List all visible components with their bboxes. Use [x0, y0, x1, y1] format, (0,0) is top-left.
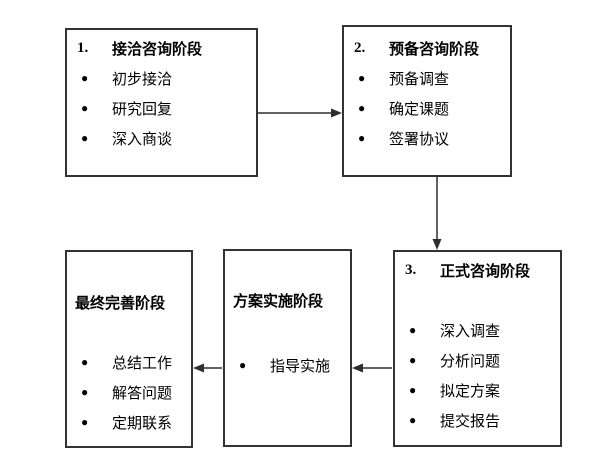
stage-box-formal-consulting: 3. 正式咨询阶段 ● 深入调查 ● 分析问题 ● 拟定方案 ● 提交报告 [393, 250, 562, 447]
stage-title-row: 最终完善阶段 [67, 287, 191, 317]
stage-title-row: 2. 预备咨询阶段 [344, 33, 510, 63]
stage-box-implementation: 方案实施阶段 ● 指导实施 [223, 249, 352, 447]
arrow-stage3-to-stage4 [352, 363, 392, 373]
stage-box-final-improvement: 最终完善阶段 ● 总结工作 ● 解答问题 ● 定期联系 [65, 250, 193, 448]
bullet-icon: ● [81, 131, 89, 145]
item-label: 研究回复 [112, 101, 173, 118]
list-item: ● 指导实施 [225, 350, 350, 380]
bullet-icon: ● [81, 355, 89, 369]
list-item: ● 签署协议 [344, 123, 510, 153]
bullet-icon: ● [358, 71, 366, 85]
stage-title: 正式咨询阶段 [440, 263, 531, 280]
stage-title-row: 方案实施阶段 [225, 285, 350, 315]
stage-title: 最终完善阶段 [75, 295, 166, 312]
stage-box-preparation: 2. 预备咨询阶段 ● 预备调查 ● 确定课题 ● 签署协议 [342, 25, 512, 177]
bullet-icon: ● [409, 323, 417, 337]
item-label: 确定课题 [389, 101, 450, 118]
item-label: 拟定方案 [440, 383, 501, 400]
stage-title: 方案实施阶段 [233, 293, 324, 310]
bullet-icon: ● [239, 358, 247, 372]
bullet-icon: ● [358, 131, 366, 145]
bullet-icon: ● [409, 353, 417, 367]
bullet-icon: ● [81, 415, 89, 429]
list-item: ● 研究回复 [67, 93, 256, 123]
stage-item-list: ● 指导实施 [225, 350, 350, 380]
list-item: ● 定期联系 [67, 407, 191, 437]
item-label: 深入调查 [440, 323, 501, 340]
bullet-icon: ● [358, 101, 366, 115]
bullet-icon: ● [409, 383, 417, 397]
list-item: ● 拟定方案 [395, 375, 560, 405]
stage-number: 2. [354, 39, 366, 56]
item-label: 总结工作 [112, 355, 173, 372]
bullet-icon: ● [81, 101, 89, 115]
list-item: ● 深入调查 [395, 315, 560, 345]
bullet-icon: ● [409, 413, 417, 427]
arrow-stage4-to-stage5 [193, 363, 222, 373]
stage-item-list: ● 初步接洽 ● 研究回复 ● 深入商谈 [67, 63, 256, 153]
item-label: 预备调查 [389, 71, 450, 88]
list-item: ● 初步接洽 [67, 63, 256, 93]
list-item: ● 深入商谈 [67, 123, 256, 153]
list-item: ● 提交报告 [395, 405, 560, 435]
stage-item-list: ● 预备调查 ● 确定课题 ● 签署协议 [344, 63, 510, 153]
item-label: 初步接洽 [112, 71, 173, 88]
item-label: 深入商谈 [112, 131, 173, 148]
stage-title: 预备咨询阶段 [389, 41, 480, 58]
stage-number: 3. [405, 261, 417, 278]
stage-title-row: 3. 正式咨询阶段 [395, 255, 560, 285]
bullet-icon: ● [81, 385, 89, 399]
item-label: 指导实施 [270, 358, 331, 375]
item-label: 分析问题 [440, 353, 501, 370]
item-label: 定期联系 [112, 415, 173, 432]
list-item: ● 预备调查 [344, 63, 510, 93]
list-item: ● 总结工作 [67, 347, 191, 377]
stage-title-row: 1. 接洽咨询阶段 [67, 33, 256, 63]
stage-item-list: ● 总结工作 ● 解答问题 ● 定期联系 [67, 347, 191, 437]
item-label: 解答问题 [112, 385, 173, 402]
list-item: ● 确定课题 [344, 93, 510, 123]
bullet-icon: ● [81, 71, 89, 85]
list-item: ● 分析问题 [395, 345, 560, 375]
stage-number: 1. [77, 39, 89, 56]
arrow-stage1-to-stage2 [258, 108, 342, 118]
stage-title: 接洽咨询阶段 [112, 41, 203, 58]
stage-box-initial-contact: 1. 接洽咨询阶段 ● 初步接洽 ● 研究回复 ● 深入商谈 [65, 28, 258, 177]
list-item: ● 解答问题 [67, 377, 191, 407]
stage-item-list: ● 深入调查 ● 分析问题 ● 拟定方案 ● 提交报告 [395, 315, 560, 435]
arrow-stage2-to-stage3 [432, 177, 442, 250]
item-label: 签署协议 [389, 131, 450, 148]
item-label: 提交报告 [440, 413, 501, 430]
